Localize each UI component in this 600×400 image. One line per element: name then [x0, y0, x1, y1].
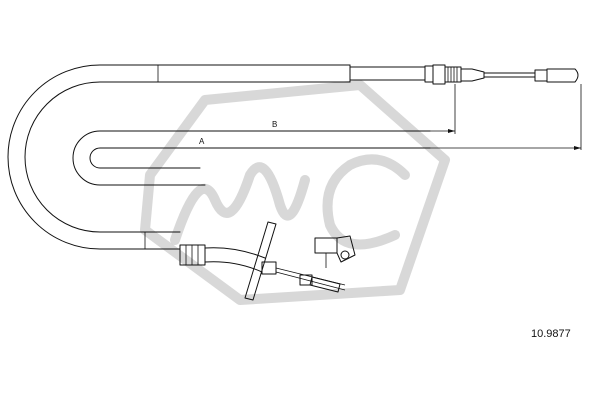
- mounting-bracket: [244, 221, 277, 301]
- mc-watermark-logo: [140, 80, 450, 305]
- part-number: 10.9877: [531, 328, 571, 340]
- threaded-nut: [444, 66, 462, 83]
- right-end-fitting: [349, 64, 579, 85]
- dimension-b: B: [180, 84, 456, 134]
- left-end-fitting: [179, 221, 346, 301]
- cable-outer-sheath: [7, 64, 351, 250]
- dimension-a-label: A: [199, 137, 205, 146]
- terminal-eye-fitting: [314, 235, 356, 268]
- dimension-a: A: [180, 84, 582, 150]
- dimension-b-label: B: [272, 120, 277, 129]
- cable-inner-path: [72, 130, 431, 186]
